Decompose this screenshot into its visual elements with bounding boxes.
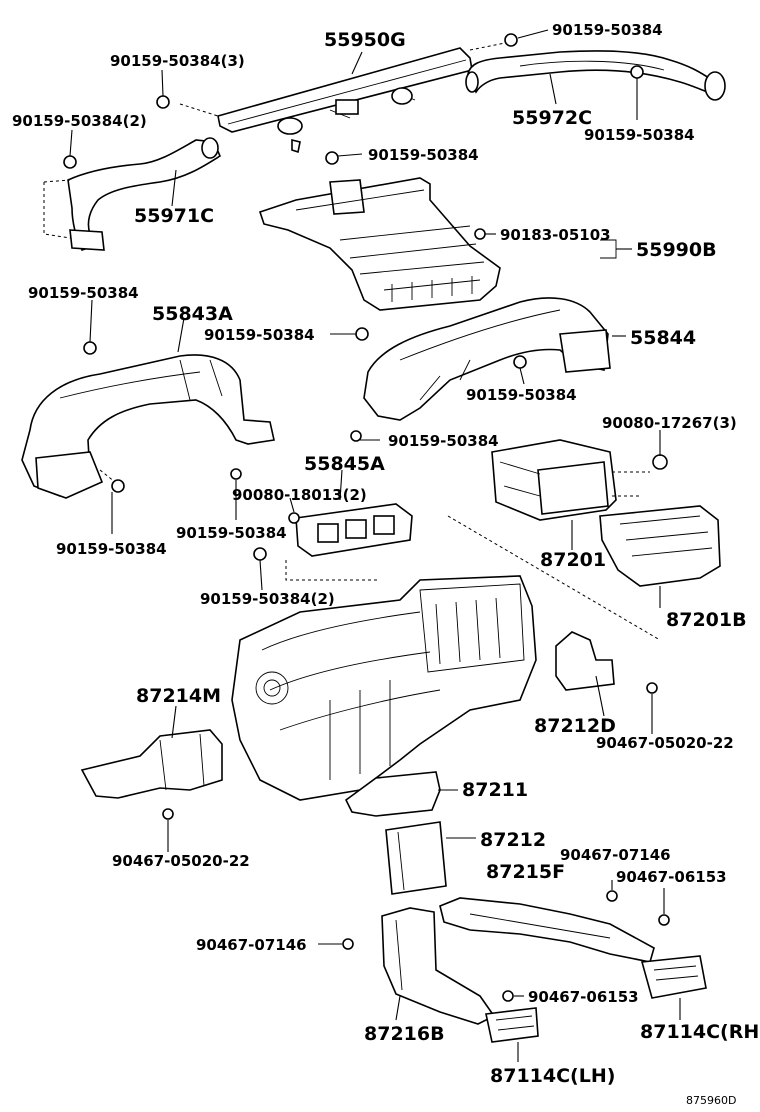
- label-90159-50384-bottom-left: 90159-50384: [56, 540, 167, 558]
- label-90159-50384-3-top-left: 90159-50384(3): [110, 52, 245, 70]
- bolts: [63, 33, 670, 1002]
- label-87114c-lh: 87114C(LH): [490, 1065, 615, 1087]
- part-87201-drawing: [491, 439, 617, 521]
- label-90159-50384-2-lower: 90159-50384(2): [200, 590, 335, 608]
- label-90159-50384-2-left: 90159-50384(2): [12, 112, 147, 130]
- part-labels: 55950G 90159-50384(3) 90159-50384 55972C…: [12, 21, 760, 1107]
- label-87212d: 87212D: [534, 715, 616, 737]
- label-90159-50384-bolt-55844: 90159-50384: [388, 432, 499, 450]
- label-55971c: 55971C: [134, 205, 214, 227]
- label-87215f: 87215F: [486, 861, 565, 883]
- part-87212-drawing: [385, 821, 447, 895]
- label-87201: 87201: [540, 549, 606, 571]
- label-90467-06153-right: 90467-06153: [616, 868, 727, 886]
- label-87216b: 87216B: [364, 1023, 445, 1045]
- label-90467-05020-22-left: 90467-05020-22: [112, 852, 250, 870]
- label-90159-50384-under-55972c: 90159-50384: [584, 126, 695, 144]
- part-87114c-rh-drawing: [640, 955, 707, 999]
- part-55844-drawing: [363, 297, 611, 421]
- part-55990b-drawing: [258, 177, 501, 311]
- part-55950g-drawing: [217, 47, 473, 154]
- label-55950g: 55950G: [324, 29, 406, 51]
- part-55843a-drawing: [21, 354, 275, 499]
- part-55845a-drawing: [295, 503, 413, 557]
- label-90159-50384-left-mid: 90159-50384: [28, 284, 139, 302]
- label-90467-06153-mid: 90467-06153: [528, 988, 639, 1006]
- label-55972c: 55972C: [512, 107, 592, 129]
- label-55843a: 55843A: [152, 303, 233, 325]
- label-90159-50384-below-55844: 90159-50384: [466, 386, 577, 404]
- label-90159-50384-top-right: 90159-50384: [552, 21, 663, 39]
- label-55990b: 55990B: [636, 239, 717, 261]
- label-90159-50384-center: 90159-50384: [368, 146, 479, 164]
- label-90183-05103: 90183-05103: [500, 226, 611, 244]
- label-90467-07146-right: 90467-07146: [560, 846, 671, 864]
- part-87215f-drawing: [439, 897, 655, 963]
- label-90080-18013-2: 90080-18013(2): [232, 486, 367, 504]
- part-55972c-drawing: [465, 50, 726, 101]
- label-90159-50384-55845a: 90159-50384: [176, 524, 287, 542]
- label-87211: 87211: [462, 779, 528, 801]
- label-90080-17267-3: 90080-17267(3): [602, 414, 737, 432]
- label-90467-05020-22-right: 90467-05020-22: [596, 734, 734, 752]
- part-87211-drawing: [344, 771, 441, 817]
- diagram-reference-code: 875960D: [686, 1094, 736, 1107]
- label-90159-50384-by-55844: 90159-50384: [204, 326, 315, 344]
- part-87114c-lh-drawing: [485, 1007, 539, 1043]
- label-55845a: 55845A: [304, 453, 385, 475]
- part-87201b-drawing: [599, 505, 721, 587]
- part-87212d-drawing: [555, 631, 615, 691]
- label-55844: 55844: [630, 327, 696, 349]
- label-90467-07146-left: 90467-07146: [196, 936, 307, 954]
- leader-lines: [69, 29, 681, 1062]
- label-87201b: 87201B: [666, 609, 747, 631]
- label-87214m: 87214M: [136, 685, 221, 707]
- part-heater-unit-drawing: [231, 575, 537, 801]
- part-87214m-drawing: [80, 729, 223, 799]
- label-87114c-rh: 87114C(RH): [640, 1021, 760, 1043]
- label-87212: 87212: [480, 829, 546, 851]
- part-55971c-drawing: [67, 137, 222, 251]
